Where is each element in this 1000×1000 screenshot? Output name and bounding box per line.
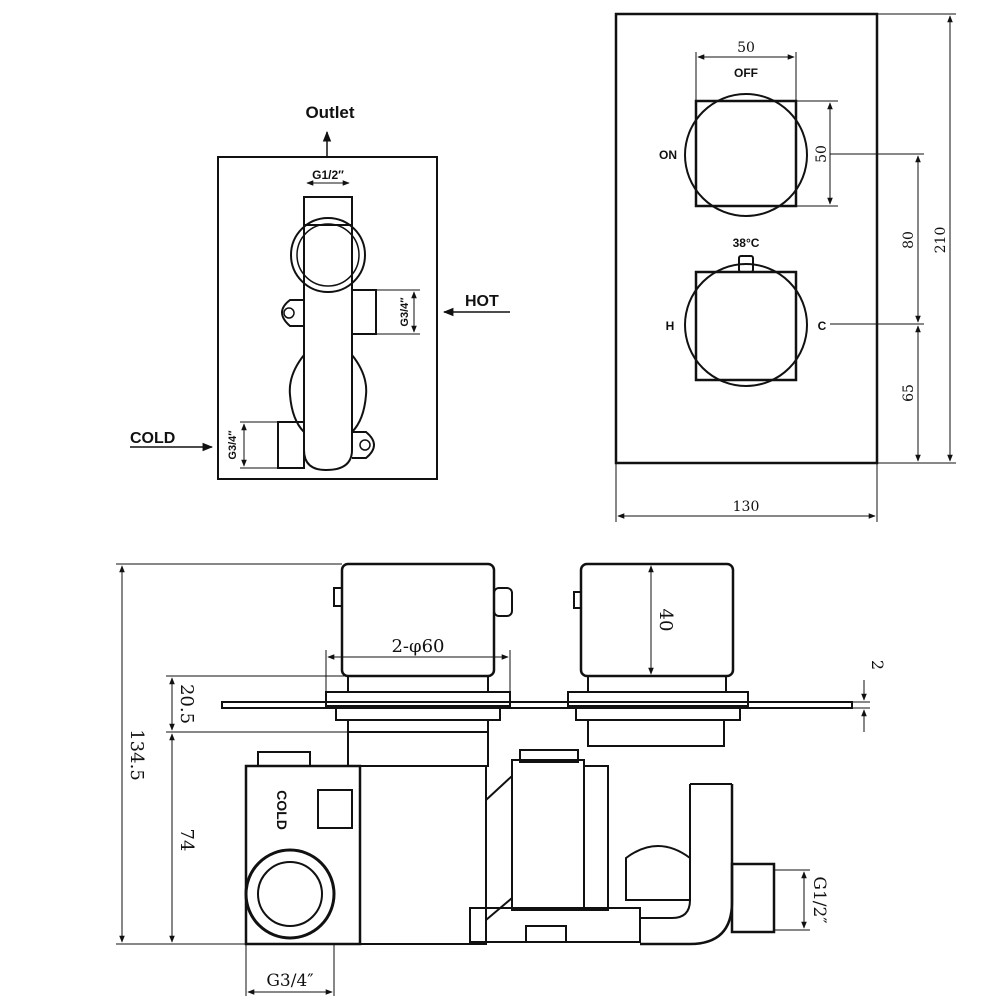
off-label: OFF [734,66,758,80]
right-rose [567,691,749,707]
outlet-elbow-outer [640,784,734,946]
lower-body-right-arc [351,354,368,433]
upper-lug-hole [283,307,295,319]
temp-handle-rose [684,263,808,387]
outlet-stub [303,196,353,226]
cold-label: COLD [130,430,175,447]
lower-lug-hole [359,439,371,451]
right-handle-knob [573,591,582,609]
plate-thickness-dim: 2 [868,660,887,670]
handle-depth-dim: 40 [655,609,676,632]
wall-dim: 20.5 [176,684,197,724]
left-handle-collar [347,675,489,693]
handle-width-dim: 50 [737,40,755,56]
hot-side-label: H [666,319,675,333]
thermo-cap [519,749,579,763]
valve-body-channel [303,197,353,472]
left-rose [325,691,511,707]
wall-plate [221,701,853,709]
body-dim: 74 [176,829,197,852]
outlet-elbow-inner [640,784,691,919]
safety-button [738,255,754,273]
rear-view: Outlet G1/2″ G3/4″ HOT G3/4″ COLD [130,103,510,480]
side-outlet-thread: G1/2″ [809,876,829,923]
outlet-label: Outlet [305,103,354,122]
bottom-dim: 65 [901,384,917,402]
cold-block-cap [257,751,311,767]
hot-label: HOT [465,293,499,310]
side-cold-label: COLD [274,790,290,830]
cold-thread-label: G3/4″ [227,430,239,460]
left-handle-knob [333,587,343,607]
temp-handle-square [694,270,798,382]
cold-block-port [317,789,353,829]
upper-cartridge-inner-ring [296,223,360,287]
right-sleeve [587,719,725,747]
hot-inlet-stub [351,289,377,335]
cold-inlet-stub [277,421,305,469]
outlet-thread-label: G1/2″ [312,168,344,182]
handle-diameter-dim: 2-φ60 [391,636,444,657]
right-handle-collar [587,675,727,693]
left-handle-body [340,562,496,678]
width-dim: 130 [733,499,760,515]
lower-mounting-lug [352,431,375,459]
base-plug [525,925,567,943]
thermo-cartridge [511,759,585,911]
front-view: OFF ON 50 50 38°C H C 80 65 210 130 [614,12,956,522]
cold-inlet-outer [244,848,336,940]
left-sleeve [347,731,489,767]
left-sleeve-flange [335,707,501,721]
upper-cartridge-ring [290,217,366,293]
on-label: ON [659,148,677,162]
left-handle-button [493,587,513,617]
flow-handle-square [694,99,798,208]
outlet-stub [730,862,776,934]
lower-body-left-arc [288,354,305,433]
handle-height-dim: 50 [814,145,830,163]
side-cold-thread: G3/4″ [266,971,313,991]
side-view: COLD 2-φ60 40 2 20.5 [116,562,887,996]
cold-side-label: C [818,319,827,333]
left-sleeve-ring [347,719,489,733]
cold-inlet-inner [257,861,323,927]
temp-label: 38°C [733,236,760,250]
height-dim: 210 [933,227,949,254]
flow-handle-rose [684,93,808,217]
thermo-stem [583,765,609,911]
total-depth-dim: 134.5 [126,729,147,781]
spacing-dim: 80 [901,231,917,249]
body-chamfer [485,773,513,923]
front-plate-outline [614,12,879,465]
outlet-dome [625,845,691,901]
upper-mounting-lug [281,299,304,327]
right-sleeve-flange [575,707,741,721]
valve-body-center [359,765,487,945]
cold-inlet-block [244,764,362,946]
hot-thread-label: G3/4″ [399,297,411,327]
